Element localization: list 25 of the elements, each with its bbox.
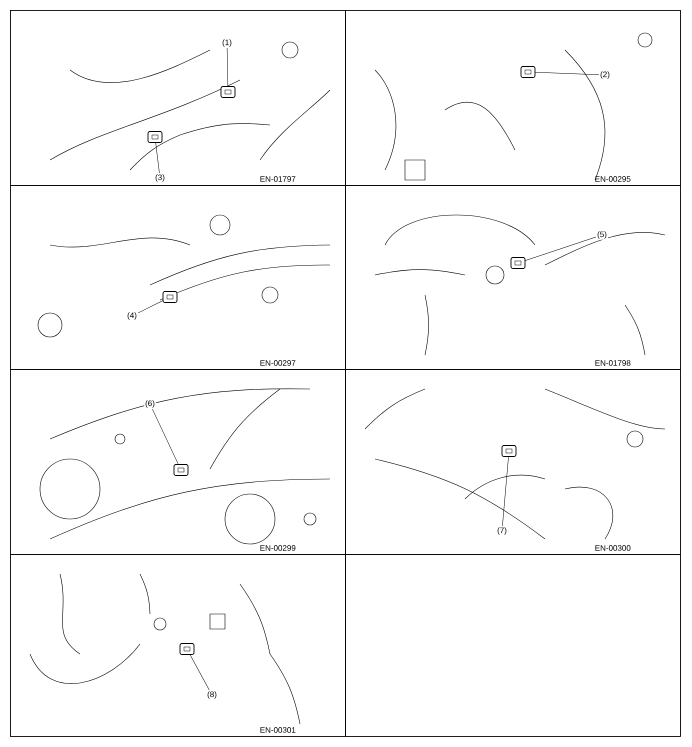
connector-drawing (502, 445, 516, 457)
empty-panel (345, 554, 681, 737)
connector-drawing (174, 464, 188, 476)
callout-number: (1) (221, 38, 233, 48)
callout-number: (5) (596, 230, 608, 240)
leader-line (502, 456, 509, 526)
callout-number: (8) (206, 690, 218, 700)
leader-line (525, 236, 596, 261)
leader-line (138, 300, 163, 314)
callout-number: (6) (144, 399, 156, 409)
leader-line (155, 142, 160, 174)
leader-line (152, 408, 178, 464)
leader-line (190, 654, 210, 690)
connector-drawing (148, 131, 162, 143)
connector-drawing (220, 86, 236, 98)
callout-number: (4) (126, 311, 138, 321)
callout-number: (2) (599, 70, 611, 80)
callout-number: (7) (496, 526, 508, 536)
connector-drawing (162, 291, 178, 303)
leader-line (226, 48, 228, 86)
leader-line (535, 72, 600, 76)
connector-drawing (510, 257, 526, 269)
connector-drawing (180, 643, 194, 655)
callout-number: (3) (154, 173, 166, 183)
connector-drawing (520, 66, 536, 78)
